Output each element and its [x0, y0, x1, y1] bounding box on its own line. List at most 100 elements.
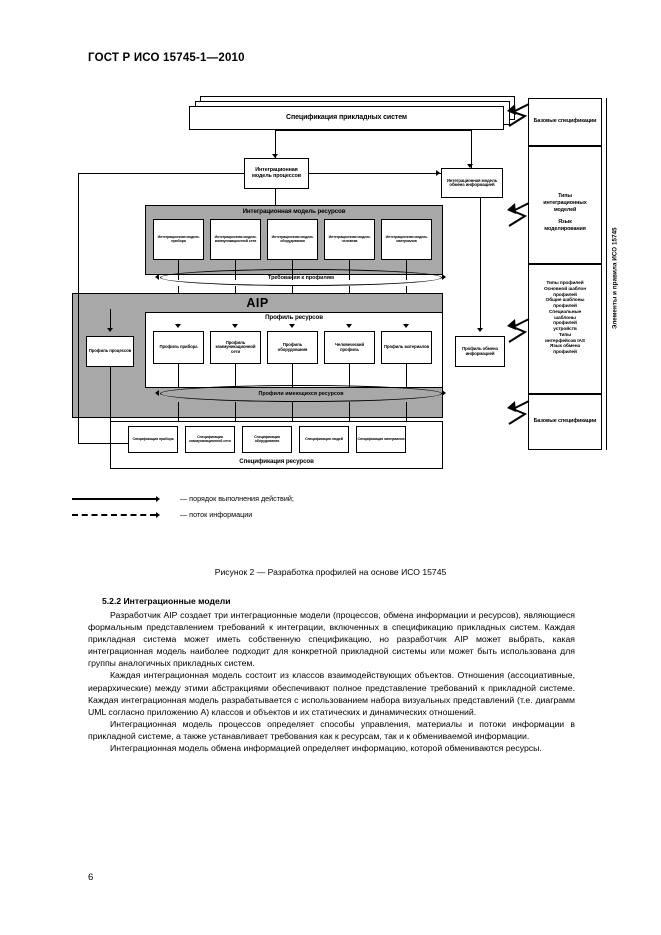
conn-to-info-profile: [480, 198, 482, 331]
arrow-prof-4: [402, 324, 409, 328]
zigzag-connector-middle: [507, 202, 530, 227]
legend-solid-line: [72, 498, 156, 500]
process-model-box: Интеграционная модель процессов: [244, 158, 309, 189]
resource-model-4: Интеграционная модель материалов: [381, 219, 432, 260]
arrow-avail-right: [442, 390, 446, 397]
resource-spec-3: Спецификация людей: [299, 426, 349, 453]
rail-mid-4: Язык: [558, 219, 572, 226]
legend-solid-arrow: [156, 495, 160, 502]
resource-model-1: Интеграционная модель коммуникационной с…: [210, 219, 261, 260]
rail-prof-1: Основной шаблон: [543, 286, 587, 292]
arrow-prof-1: [231, 324, 238, 328]
paragraph-3: Интеграционная модель процессов определя…: [88, 718, 575, 741]
rail-prof-11: Язык обмена: [549, 344, 581, 350]
up-2: [292, 402, 294, 422]
zigzag-connector-top: [507, 103, 530, 127]
rail-middle-block: Типы интеграционных моделей Язык моделир…: [528, 146, 602, 264]
drop3-2: [292, 364, 294, 388]
rail-side-label: Элементы и правила ИСО 15745: [611, 227, 619, 329]
resource-spec-1: Спецификация коммуникационной сети: [185, 426, 235, 453]
conn-left-riser: [78, 173, 80, 444]
resource-profile-2: Профиль оборудования: [267, 331, 318, 364]
legend-dashed-line: [72, 514, 156, 516]
conn-process-resmodel: [275, 189, 277, 211]
paragraph-4: Интеграционная модель обмена информацией…: [110, 743, 542, 754]
resource-profile-1: Профиль коммуникационной сети: [210, 331, 261, 364]
rail-prof-5: Специальные: [548, 309, 582, 315]
drop-4: [406, 260, 408, 280]
rail-mid-2: моделей: [553, 206, 577, 213]
resource-spec-0: Спецификация прибора: [128, 426, 178, 453]
info-exchange-profile-box: Профиль обмена информацией: [455, 336, 505, 367]
process-profile-box: Профиль процессов: [86, 336, 134, 367]
rail-mid-5: моделирования: [544, 226, 586, 232]
drop3-4: [406, 364, 408, 388]
conn-process-info: [309, 173, 441, 175]
process-model-label: Интеграционная модель процессов: [252, 166, 301, 179]
resource-spec-title: Спецификация ресурсов: [239, 457, 314, 465]
zigzag-connector-bottom: [507, 400, 530, 425]
section-heading: 5.2.2 Интеграционные модели: [102, 596, 231, 606]
rail-prof-8: устройств: [553, 327, 577, 332]
rail-top-label: Базовые спецификации: [533, 118, 597, 125]
rail-prof-4: профилей: [553, 304, 577, 309]
drop3-3: [349, 364, 351, 388]
drop3-0: [178, 364, 180, 388]
rail-mid-0: Типы: [558, 193, 572, 199]
up-4: [406, 402, 408, 422]
resource-model-0: Интеграционная модель прибора: [153, 219, 204, 260]
up-3: [349, 402, 351, 422]
resource-profile-4: Профиль материалов: [381, 331, 432, 364]
conn-appspec-process: [275, 130, 277, 158]
available-resource-profiles-ellipse: Профили имеющихся ресурсов: [160, 385, 442, 402]
resource-profile-3: Человеческий профиль: [324, 331, 375, 364]
page-number: 6: [88, 872, 94, 883]
conn-left-process: [78, 173, 244, 175]
figure-2: Спецификация прикладных систем Интеграци…: [0, 88, 661, 558]
info-exchange-model-box: Интеграционная модель обмена информацией: [441, 168, 503, 198]
resource-profile-band-label: Профиль ресурсов: [265, 314, 323, 321]
arrow-req-left: [155, 274, 159, 281]
legend-label-infoflow: — поток информации: [180, 510, 253, 519]
rail-prof-9: Типы: [558, 332, 572, 338]
arrow-appspec-process: [271, 154, 278, 158]
rail-mid-1: интеграционных: [543, 199, 587, 206]
body-text: 5.2.2 Интеграционные модели Разработчик …: [88, 596, 575, 754]
rail-prof-12: профилей: [553, 350, 577, 355]
arrow-req-right: [442, 274, 446, 281]
arrow-avail-left: [155, 390, 159, 397]
rail-prof-6: шаблоны: [554, 315, 576, 321]
up-0: [178, 402, 180, 422]
rail-middle-lines: Типы интеграционных моделей Язык моделир…: [529, 147, 601, 233]
resource-spec-2: Спецификация оборудования: [242, 426, 292, 453]
rail-prof-7: профилей: [553, 321, 577, 327]
rail-profiles-lines: Типы профилей Основной шаблон профилей О…: [529, 265, 601, 356]
conn-appspec-info: [470, 130, 472, 168]
rail-prof-10: интерфейсов IAS: [545, 338, 585, 344]
arrow-to-process-profile: [106, 328, 113, 332]
drop3-1: [235, 364, 237, 388]
conn-appspec-top: [275, 130, 472, 132]
conn-spec-left: [78, 443, 128, 445]
zigzag-connector-profiles: [507, 318, 530, 343]
resource-model-3: Интеграционная модель человека: [324, 219, 375, 260]
figure-caption: Рисунок 2 — Разработка профилей на основ…: [214, 567, 447, 577]
paragraph-2: Каждая интеграционная модель состоит из …: [88, 670, 575, 717]
resource-spec-4: Спецификация материалов: [356, 426, 406, 453]
resource-profile-0: Профиль прибора: [153, 331, 204, 364]
paragraph-1: Разработчик AIP создает три интеграционн…: [88, 610, 575, 669]
conn-processprofile-spec: [110, 367, 112, 421]
rail-prof-0: Типы профилей: [546, 281, 584, 286]
rail-bottom-label: Базовые спецификации: [533, 418, 597, 425]
arrow-prof-0: [174, 324, 181, 328]
arrow-appspec-info: [467, 164, 474, 168]
resource-model-2: Интеграционная модель оборудования: [267, 219, 318, 260]
rail-top-block: Базовые спецификации: [528, 98, 602, 146]
legend-label-sequence: — порядок выполнения действий;: [180, 494, 294, 503]
arrow-process-info: [436, 169, 440, 176]
app-spec-box: Спецификация прикладных систем: [189, 106, 504, 130]
profile-requirements-ellipse: Требования к профилям: [160, 269, 442, 286]
rail-prof-2: профилей: [553, 292, 577, 298]
up-1: [235, 402, 237, 422]
